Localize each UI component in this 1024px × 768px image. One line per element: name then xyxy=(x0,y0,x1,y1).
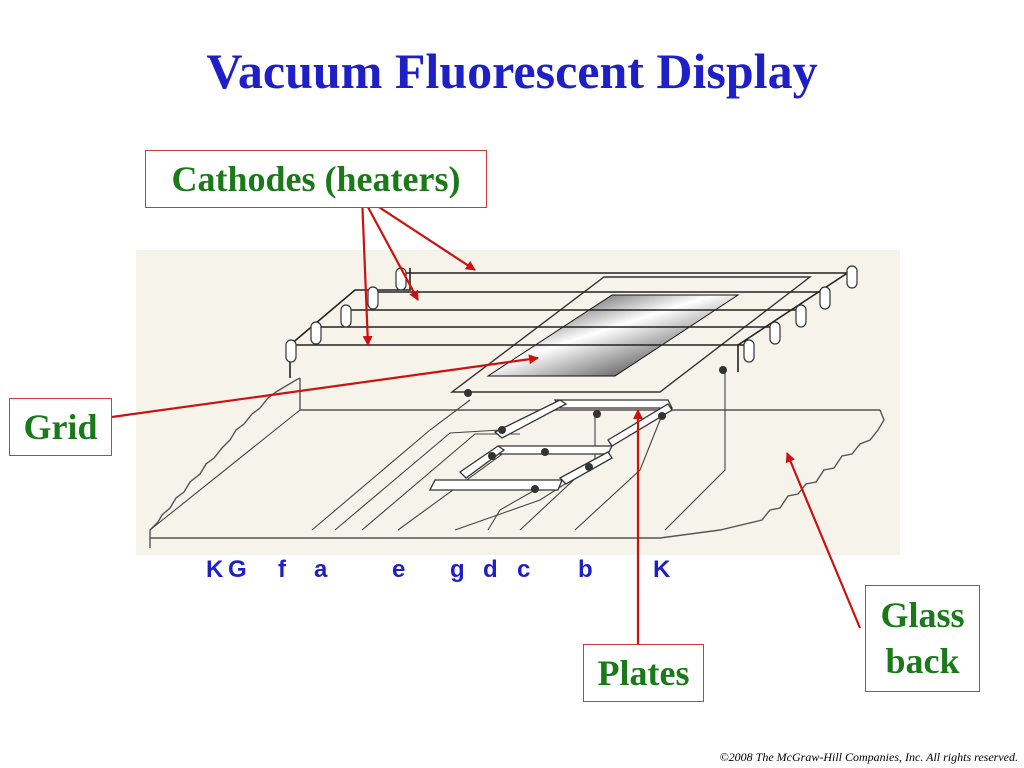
plates-label: Plates xyxy=(583,644,704,702)
contact-dots xyxy=(464,366,727,493)
pin-label: d xyxy=(483,556,498,583)
pin-label: f xyxy=(278,556,286,583)
pin-label: a xyxy=(314,556,328,583)
plate-segments xyxy=(428,399,674,491)
page-title: Vacuum Fluorescent Display xyxy=(206,43,818,99)
pin-label: G xyxy=(228,556,247,583)
grid-arrow xyxy=(111,354,539,419)
grid-frame xyxy=(449,276,813,393)
grid-label: Grid xyxy=(9,398,112,456)
pin-label: b xyxy=(578,556,593,583)
glass-arrow xyxy=(785,452,862,629)
pin-label: K xyxy=(206,556,224,583)
pointer-arrows xyxy=(111,195,862,644)
cathode-arrow-2 xyxy=(361,195,419,301)
pin-label: K xyxy=(653,556,671,583)
pin-label: e xyxy=(392,556,406,583)
diagram-background xyxy=(136,250,900,555)
pin-label: c xyxy=(517,556,531,583)
glass-back-label-line2: back xyxy=(885,641,960,681)
copyright-notice: ©2008 The McGraw-Hill Companies, Inc. Al… xyxy=(719,750,1018,764)
glass-back-label: Glass back xyxy=(865,585,980,692)
pin-label: g xyxy=(450,556,465,583)
cathodes-label: Cathodes (heaters) xyxy=(145,150,487,208)
glass-back-label-line1: Glass xyxy=(880,595,965,635)
cathode-arrow-1 xyxy=(361,195,476,271)
filament-posts xyxy=(285,265,858,363)
cathode-arrow-3 xyxy=(360,195,373,346)
